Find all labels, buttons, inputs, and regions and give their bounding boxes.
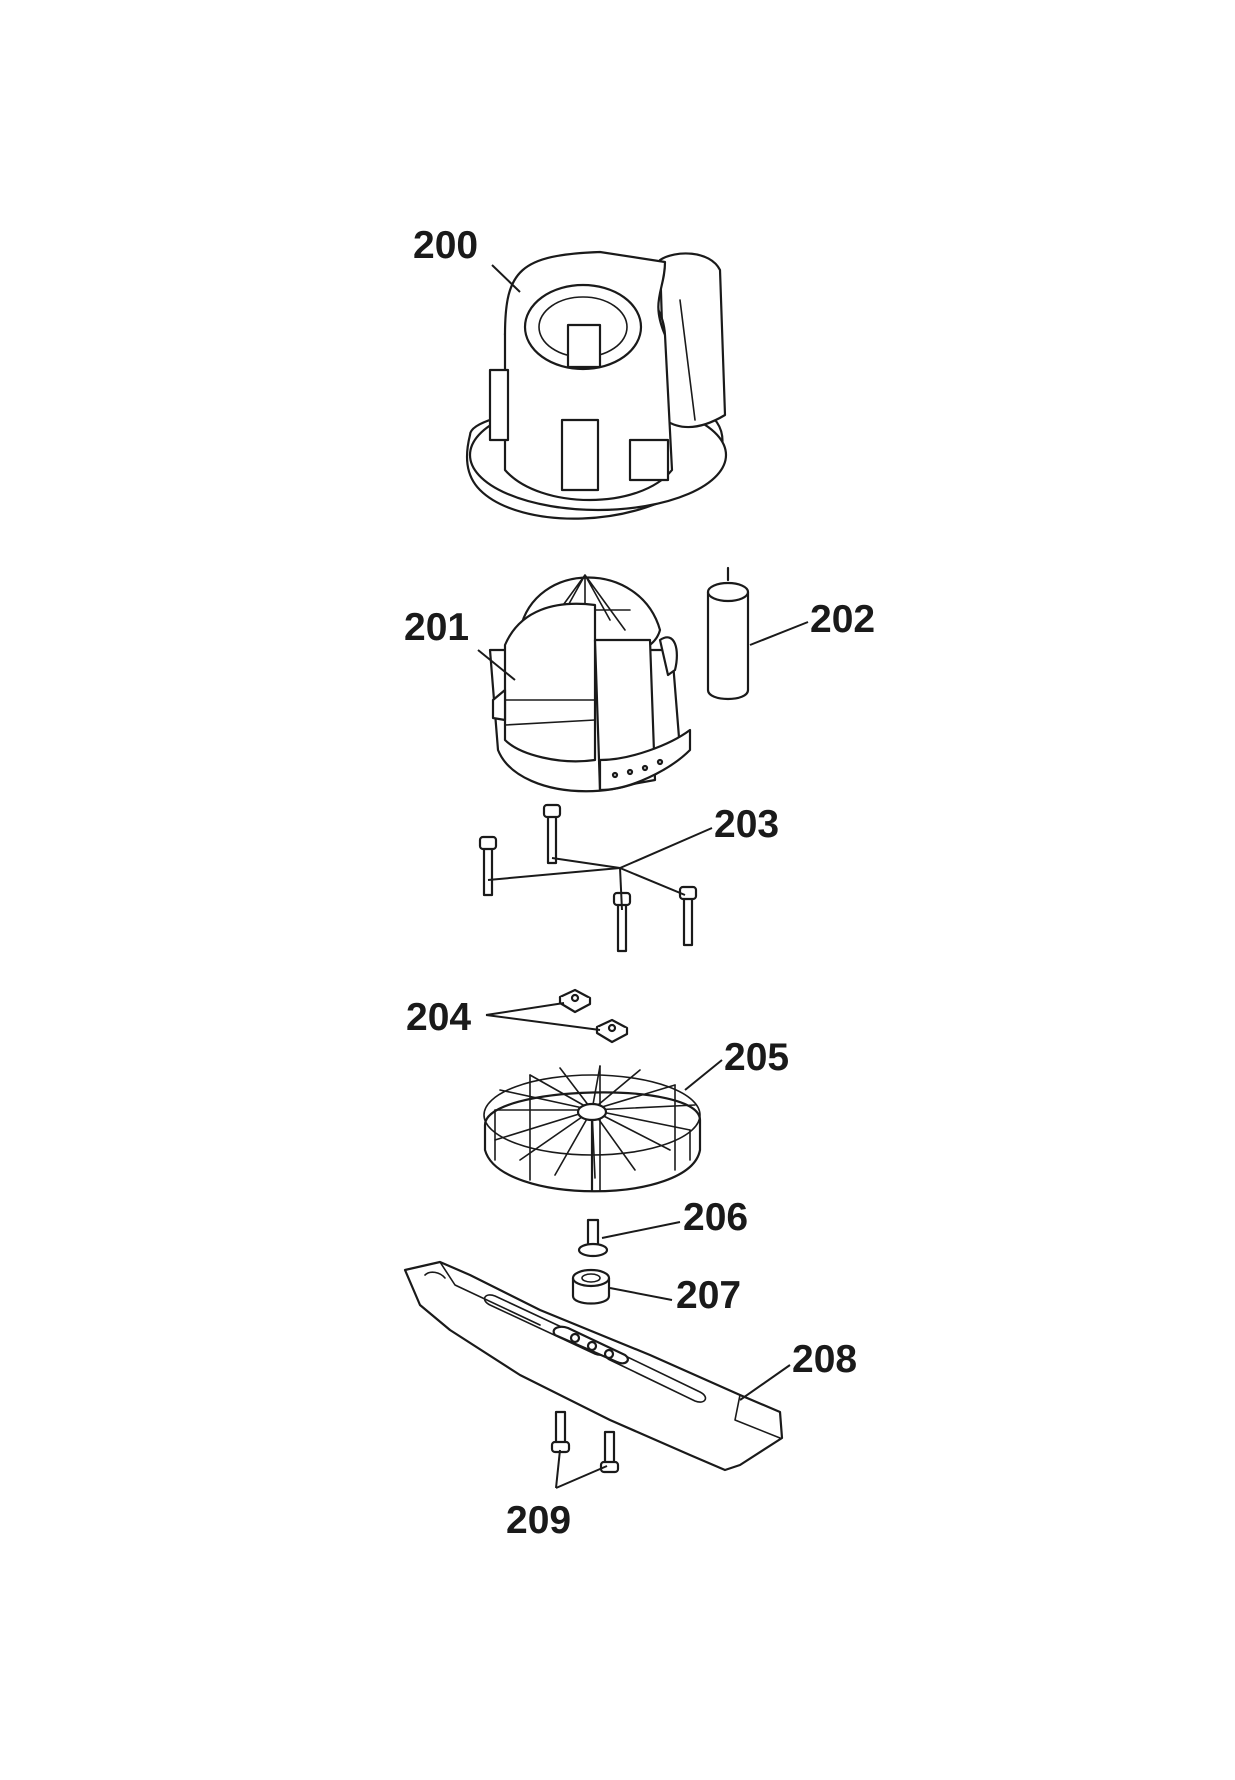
leader-201 xyxy=(477,649,516,681)
part-labels: 200 201 202 203 204 205 206 207 208 209 xyxy=(404,224,875,1542)
label-209: 209 xyxy=(506,1499,571,1542)
part-204-square-nuts xyxy=(558,988,629,1044)
part-207-spacer-washer xyxy=(571,1268,611,1305)
leader-204-a xyxy=(485,1002,565,1016)
leader-203-a xyxy=(619,827,713,869)
part-209-blade-screws xyxy=(550,1410,620,1474)
leader-205 xyxy=(684,1059,723,1091)
label-201: 201 xyxy=(404,606,469,649)
leader-203-c xyxy=(551,857,621,869)
leader-202 xyxy=(749,621,809,646)
leader-200 xyxy=(491,264,521,293)
leader-204-b xyxy=(485,1014,601,1031)
part-205-fan-impeller xyxy=(483,1065,702,1193)
part-200-motor-housing xyxy=(465,250,728,520)
leader-206 xyxy=(601,1221,681,1239)
leader-203-b xyxy=(487,867,621,881)
label-203: 203 xyxy=(714,803,779,846)
label-200: 200 xyxy=(413,224,478,267)
part-206-blade-bolt xyxy=(577,1218,609,1258)
part-208-cutting-blade xyxy=(403,1260,784,1472)
label-204: 204 xyxy=(406,996,471,1039)
label-202: 202 xyxy=(810,598,875,641)
leader-207 xyxy=(609,1287,673,1301)
leader-209-b xyxy=(555,1465,608,1489)
label-205: 205 xyxy=(724,1036,789,1079)
label-208: 208 xyxy=(792,1338,857,1381)
label-207: 207 xyxy=(676,1274,741,1317)
leader-208 xyxy=(739,1364,791,1401)
leader-209-a xyxy=(555,1449,561,1489)
part-202-capacitor xyxy=(706,566,750,701)
leader-203-d xyxy=(619,867,623,911)
part-203-motor-screws xyxy=(478,803,698,953)
leader-203-e xyxy=(619,867,686,896)
leader-lines xyxy=(477,264,809,1489)
label-206: 206 xyxy=(683,1196,748,1239)
part-201-motor xyxy=(488,574,692,793)
